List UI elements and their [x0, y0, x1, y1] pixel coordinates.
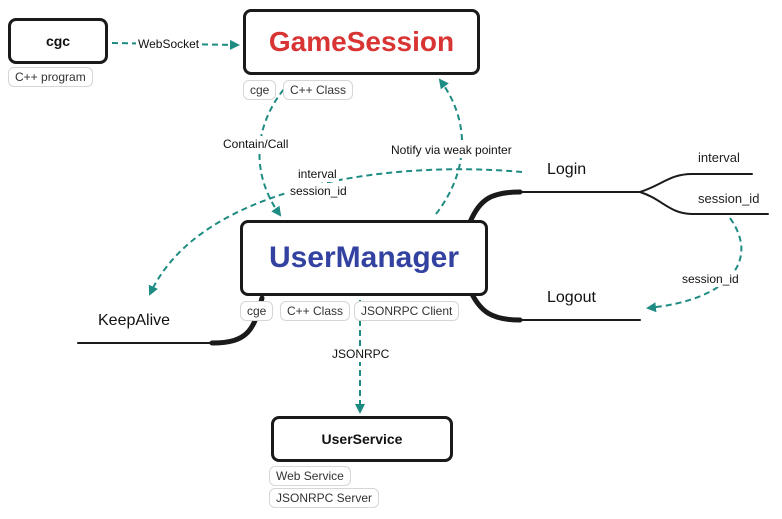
edge-label-session-to-logout: session_id	[680, 271, 741, 287]
game-session-tag-cge: cge	[243, 80, 277, 100]
user-manager-tag-cge: cge	[240, 301, 274, 321]
game-session-title: GameSession	[268, 26, 455, 57]
user-service-title: UserService	[321, 431, 403, 447]
edge-label-session-id: session_id	[288, 183, 349, 199]
game-session-tag-cpp-class: C++ Class	[283, 80, 354, 100]
user-manager-tag-jsonrpc-client: JSONRPC Client	[354, 301, 460, 321]
edge-label-jsonrpc: JSONRPC	[330, 346, 392, 362]
cgc-node[interactable]: cgc	[8, 18, 108, 64]
branch-line-session-id	[639, 191, 769, 215]
branch-login: Login	[547, 161, 587, 178]
user-service-node[interactable]: UserService	[271, 416, 453, 462]
branch-login-session-id: session_id	[698, 191, 760, 206]
branch-line-interval	[639, 173, 753, 193]
game-session-node[interactable]: GameSession	[243, 9, 480, 75]
edge-label-contain-call: Contain/Call	[221, 136, 291, 152]
user-manager-tag-cpp-class: C++ Class	[280, 301, 351, 321]
branch-keepalive: KeepAlive	[98, 312, 171, 329]
edge-label-websocket: WebSocket	[136, 36, 202, 52]
edge-label-interval: interval	[296, 166, 339, 182]
branch-line-login	[467, 189, 523, 225]
user-service-tag-web-service: Web Service	[269, 466, 351, 486]
arrow-login-to-keepalive	[148, 168, 523, 296]
branch-login-interval: interval	[698, 150, 740, 165]
cgc-title: cgc	[45, 33, 71, 49]
user-service-tag-jsonrpc-server: JSONRPC Server	[269, 488, 380, 508]
user-manager-title: UserManager	[268, 241, 460, 274]
arrow-session-to-logout	[646, 217, 743, 313]
branch-logout: Logout	[547, 289, 596, 306]
user-manager-node[interactable]: UserManager	[240, 220, 488, 296]
cgc-tag-cpp-program: C++ program	[8, 67, 93, 87]
edge-label-notify: Notify via weak pointer	[389, 142, 514, 158]
